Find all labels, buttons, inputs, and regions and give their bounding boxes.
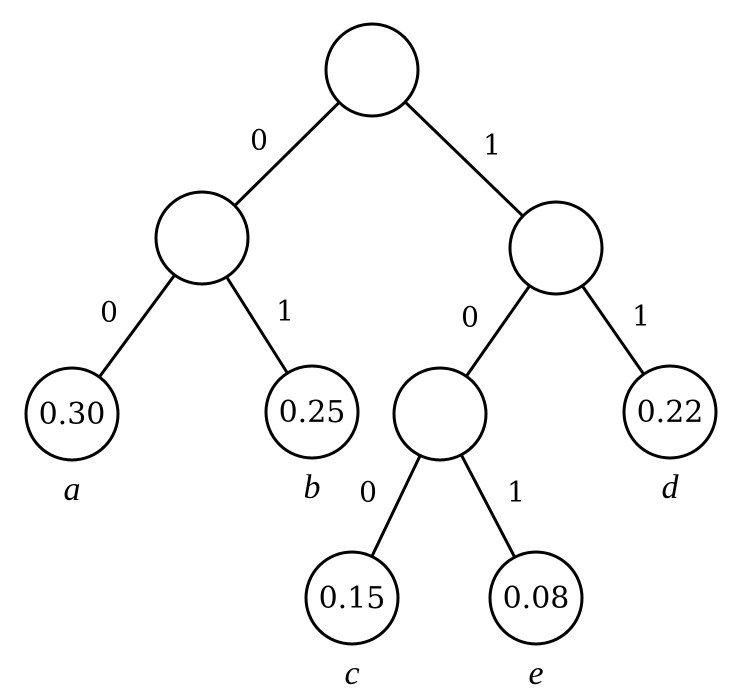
- edges-layer: [97, 100, 646, 559]
- node-leaf-b: 0.25: [264, 364, 360, 460]
- leaf-symbol-label: e: [528, 655, 543, 692]
- node-leaf-c: 0.15: [304, 550, 400, 646]
- node-circle: [508, 200, 604, 296]
- edge-bit-label: 0: [250, 124, 268, 157]
- node-probability: 0.30: [39, 397, 106, 432]
- node-probability: 0.15: [319, 581, 386, 616]
- node-n-right-left: [392, 366, 488, 462]
- edge-root-to-n-left: [233, 100, 341, 208]
- leaf-symbol-label: b: [304, 469, 321, 506]
- node-root: [324, 22, 420, 118]
- node-circle: [24, 366, 120, 462]
- node-circle: [622, 364, 718, 460]
- node-leaf-e: 0.08: [488, 550, 584, 646]
- nodes-layer: 0.30 0.25 0.22 0.15 0.08: [24, 22, 718, 646]
- node-circle: [154, 190, 250, 286]
- node-circle: [304, 550, 400, 646]
- edge-labels-layer: 0 1 0 1 0 1 0 1: [100, 124, 650, 509]
- edge-root-to-n-right: [403, 100, 525, 218]
- edge-n-right-left-to-leaf-e: [459, 453, 517, 559]
- edge-n-left-to-leaf-a: [97, 273, 177, 379]
- leaf-symbol-label: a: [64, 471, 81, 508]
- edge-n-right-to-leaf-d: [580, 284, 646, 376]
- edge-bit-label: 0: [359, 476, 377, 509]
- node-probability: 0.08: [503, 581, 570, 616]
- edge-n-left-to-leaf-b: [225, 275, 289, 375]
- leaf-symbol-label: d: [662, 469, 680, 506]
- edge-bit-label: 0: [100, 296, 118, 329]
- edge-bit-label: 0: [461, 301, 479, 334]
- edge-bit-label: 1: [483, 129, 501, 162]
- edge-n-right-to-n-right-left: [464, 284, 532, 378]
- leaf-labels-layer: a b d c e: [64, 469, 680, 692]
- edge-n-right-left-to-leaf-c: [370, 453, 422, 559]
- edge-bit-label: 1: [276, 295, 294, 328]
- node-leaf-a: 0.30: [24, 366, 120, 462]
- node-circle: [392, 366, 488, 462]
- node-n-right: [508, 200, 604, 296]
- node-circle: [324, 22, 420, 118]
- node-circle: [488, 550, 584, 646]
- leaf-symbol-label: c: [344, 655, 359, 692]
- node-n-left: [154, 190, 250, 286]
- node-probability: 0.22: [637, 395, 704, 430]
- node-probability: 0.25: [279, 395, 346, 430]
- edge-bit-label: 1: [632, 300, 650, 333]
- node-leaf-d: 0.22: [622, 364, 718, 460]
- node-circle: [264, 364, 360, 460]
- edge-bit-label: 1: [507, 476, 525, 509]
